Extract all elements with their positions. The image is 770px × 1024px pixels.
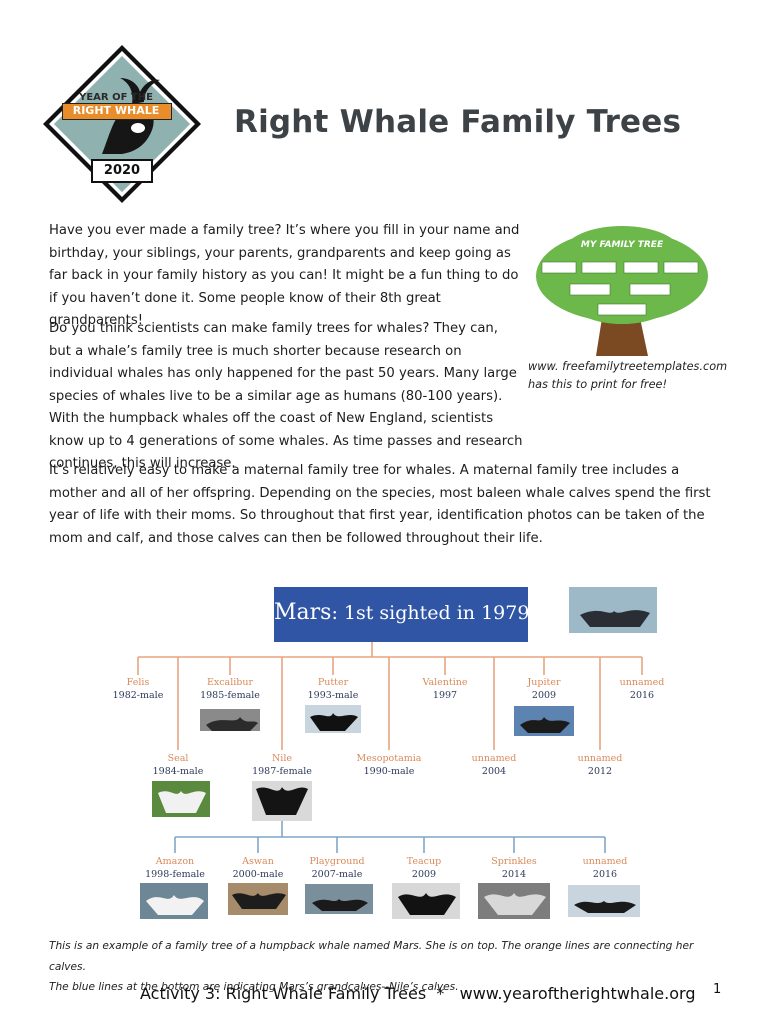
mother-sighted: : 1st sighted in 1979 bbox=[331, 602, 530, 624]
grandcalf-aswan-name: Aswan bbox=[241, 856, 274, 867]
figure-caption-line2: The blue lines at the bottom are indicat… bbox=[49, 981, 459, 993]
calf-lines bbox=[137, 642, 643, 750]
calf-nile-name: Nile bbox=[272, 753, 292, 764]
calf-valentine-name: Valentine bbox=[421, 677, 467, 688]
calf-jupiter-info: 2009 bbox=[532, 690, 556, 701]
grandcalf-teacup-name: Teacup bbox=[407, 856, 441, 867]
template-caption: www. freefamilytreetemplates.com has thi… bbox=[528, 358, 727, 394]
year-of-right-whale-logo bbox=[43, 45, 201, 203]
calf-unnamed-2004-info: 2004 bbox=[482, 766, 506, 777]
calf-unnamed-2012-info: 2012 bbox=[588, 766, 612, 777]
template-caption-line2: has this to print for free! bbox=[528, 378, 668, 391]
figure-caption-line1: This is an example of a family tree of a… bbox=[49, 940, 694, 973]
grandcalf-sprinkles-name: Sprinkles bbox=[491, 856, 537, 867]
calf-seal-info: 1984-male bbox=[153, 766, 204, 777]
grandcalf-amazon-name: Amazon bbox=[155, 856, 194, 867]
calf-felis-name: Felis bbox=[127, 677, 150, 688]
calf-unnamed-2004-name: unnamed bbox=[472, 753, 517, 764]
calf-mesopotamia-name: Mesopotamia bbox=[357, 753, 422, 764]
mother-name: Mars bbox=[274, 600, 332, 625]
grandcalf-aswan-info: 2000-male bbox=[233, 869, 284, 880]
logo-line2: RIGHT WHALE bbox=[72, 104, 160, 117]
calf-unnamed-2012-name: unnamed bbox=[578, 753, 623, 764]
figure-caption: This is an example of a family tree of a… bbox=[49, 936, 729, 998]
logo-line1: YEAR OF THE bbox=[79, 92, 153, 103]
page-number: 1 bbox=[713, 982, 722, 997]
mother-title: Mars: 1st sighted in 1979 bbox=[274, 600, 530, 625]
grandcalf-playground-info: 2007-male bbox=[312, 869, 363, 880]
intro-paragraph-2: Do you think scientists can make family … bbox=[49, 321, 523, 471]
template-caption-line1: www. freefamilytreetemplates.com bbox=[528, 360, 728, 373]
grandcalf-unnamed-info: 2016 bbox=[593, 869, 617, 880]
calf-unnamed-2016-name: unnamed bbox=[620, 677, 665, 688]
intro-paragraph-1: Have you ever made a family tree? It’s w… bbox=[49, 223, 520, 328]
calf-seal-name: Seal bbox=[168, 753, 189, 764]
grandcalf-sprinkles-info: 2014 bbox=[502, 869, 526, 880]
page-title: Right Whale Family Trees bbox=[234, 104, 682, 140]
calf-putter-name: Putter bbox=[318, 677, 349, 688]
calf-mesopotamia-info: 1990-male bbox=[364, 766, 415, 777]
calf-unnamed-2016-info: 2016 bbox=[630, 690, 654, 701]
grandcalf-amazon-info: 1998-female bbox=[145, 869, 205, 880]
calf-putter-info: 1993-male bbox=[308, 690, 359, 701]
grandcalf-teacup-info: 2009 bbox=[412, 869, 436, 880]
grandcalf-playground-name: Playground bbox=[309, 856, 364, 867]
calf-felis-info: 1982-male bbox=[113, 690, 164, 701]
calf-valentine-info: 1997 bbox=[433, 690, 457, 701]
calf-nile-info: 1987-female bbox=[252, 766, 312, 777]
calf-excalibur-info: 1985-female bbox=[200, 690, 260, 701]
intro-paragraph-3: It’s relatively easy to make a maternal … bbox=[49, 463, 711, 546]
grandcalf-unnamed-name: unnamed bbox=[583, 856, 628, 867]
calf-excalibur-name: Excalibur bbox=[207, 677, 254, 688]
calf-jupiter-name: Jupiter bbox=[526, 677, 560, 688]
footer-text: Activity 3: Right Whale Family Trees * w… bbox=[140, 984, 696, 1003]
whale-fluke-photos bbox=[140, 587, 657, 919]
family-tree-template-image bbox=[536, 226, 708, 356]
template-title: MY FAMILY TREE bbox=[580, 240, 664, 250]
family-tree-diagram: Felis 1982-male Excalibur 1985-female Pu… bbox=[113, 587, 665, 919]
mother-box bbox=[274, 587, 528, 642]
grandcalf-lines bbox=[174, 820, 606, 853]
logo-year: 2020 bbox=[103, 163, 141, 178]
